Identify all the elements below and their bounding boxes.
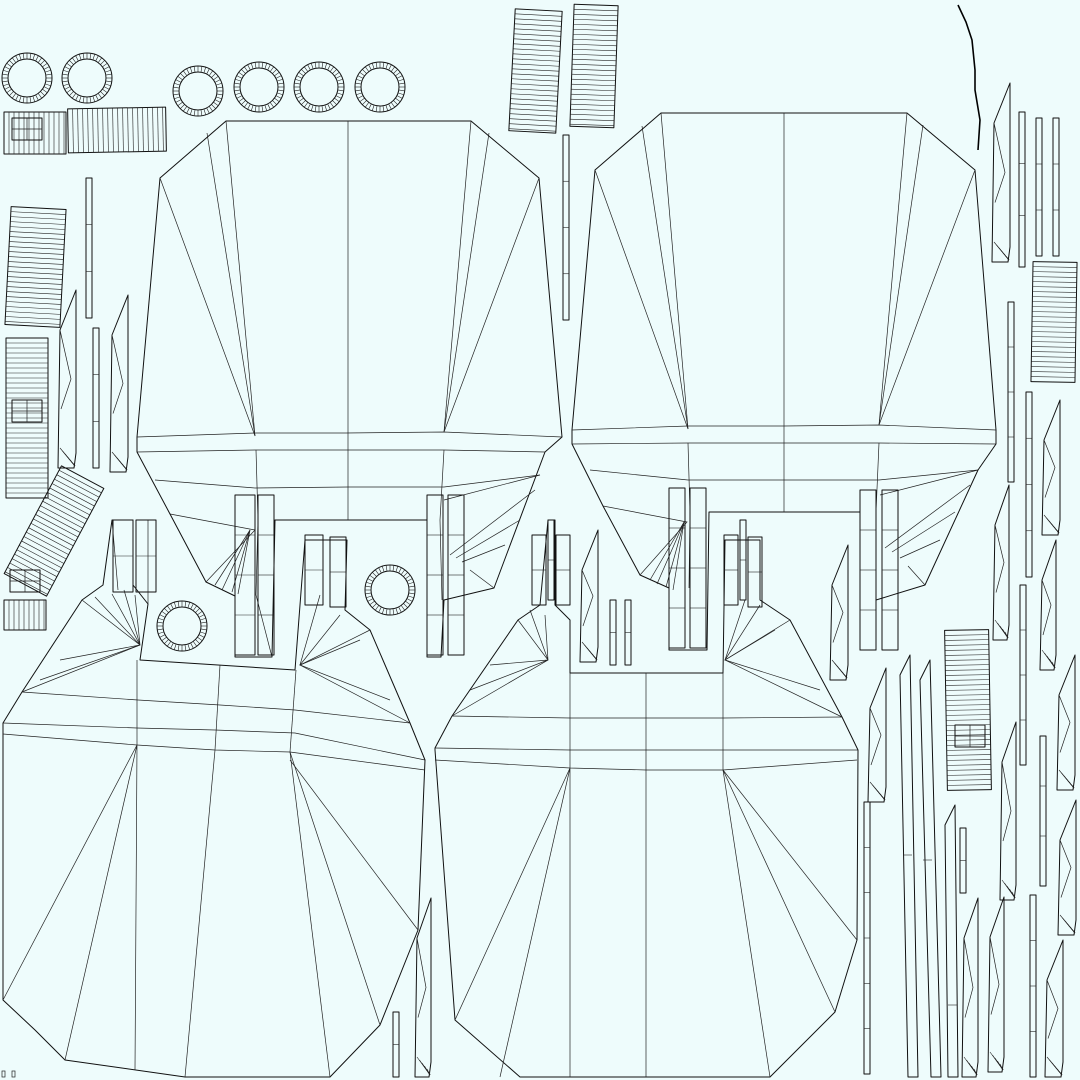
thin-strip <box>392 1011 400 1078</box>
ring-island <box>293 61 345 113</box>
thin-strip <box>1019 584 1027 766</box>
hatched-strip <box>569 3 619 129</box>
thin-strip <box>304 534 324 606</box>
thin-strip <box>881 489 899 651</box>
thin-strip <box>555 534 571 606</box>
thin-strip <box>747 536 763 608</box>
thin-strip <box>1018 111 1026 268</box>
fan-strip <box>991 82 1011 263</box>
fan-strip <box>961 897 979 1078</box>
thin-strip <box>624 599 632 666</box>
thin-strip <box>1035 117 1043 257</box>
fan-strip <box>992 484 1010 641</box>
fan-strip <box>1039 539 1057 671</box>
thin-strip <box>426 494 444 656</box>
thin-strip <box>1029 894 1037 1078</box>
fan-strip <box>109 294 129 473</box>
thin-strip <box>547 519 555 601</box>
hatched-strip <box>1030 261 1078 383</box>
ring-island <box>61 52 113 104</box>
long-strip <box>919 659 942 1078</box>
thin-strip <box>112 519 134 593</box>
hatched-strip <box>3 465 105 597</box>
seat-panel-bottom-right <box>434 519 859 1078</box>
ring-island <box>364 564 416 616</box>
hatched-strip <box>67 106 167 154</box>
hatched-strip-islands <box>3 3 1078 791</box>
thin-strip <box>1025 391 1033 578</box>
fan-strip <box>1057 799 1077 936</box>
strip-islands <box>57 82 1077 1078</box>
thin-strip <box>1052 117 1060 257</box>
ring-island <box>1 52 53 104</box>
fan-strip <box>1044 939 1064 1078</box>
thin-strip <box>562 134 570 321</box>
piping-curve <box>957 4 981 151</box>
hatched-strip <box>944 629 992 791</box>
long-strip <box>899 654 919 1078</box>
hatched-strip <box>3 111 67 155</box>
thin-strip <box>85 177 93 319</box>
thin-strip <box>329 536 347 608</box>
fan-strip <box>829 544 849 681</box>
thin-strip <box>959 827 967 894</box>
hatched-strip <box>5 337 49 499</box>
long-strip <box>944 804 959 1078</box>
thin-strip <box>689 487 707 649</box>
thin-strip <box>531 534 547 606</box>
seat-panel-top-right <box>571 112 997 651</box>
strip-cut-detail <box>954 724 986 748</box>
thin-strip <box>234 494 256 656</box>
strip-cut-detail <box>11 399 43 423</box>
fan-strip <box>414 897 432 1078</box>
thin-strip <box>863 801 871 1075</box>
thin-strip <box>257 494 275 656</box>
corner-marks <box>1 1070 16 1078</box>
seat-panel-top-left <box>136 120 563 658</box>
strip-cut-detail <box>9 569 41 593</box>
thin-strip <box>92 327 100 469</box>
fan-strip <box>999 721 1017 901</box>
fan-strip <box>867 667 887 803</box>
fan-strip <box>579 529 599 663</box>
thin-strip <box>723 534 739 606</box>
thin-strip <box>609 599 617 666</box>
ring-island <box>354 61 406 113</box>
hatched-strip <box>3 599 47 631</box>
thin-strip <box>668 487 686 649</box>
fan-strip <box>1041 399 1061 536</box>
thin-strip <box>739 519 747 601</box>
strip-cut-detail <box>11 117 43 141</box>
hatched-strip <box>508 8 563 134</box>
hatched-strip <box>4 206 67 328</box>
fan-strip <box>987 896 1005 1073</box>
ring-islands <box>1 52 416 652</box>
thin-strip <box>447 494 465 656</box>
thin-strip <box>859 489 877 651</box>
ring-island <box>156 600 208 652</box>
fan-strip <box>1056 654 1076 791</box>
fan-strip <box>57 289 77 469</box>
thin-strip <box>1007 301 1015 483</box>
ring-island <box>233 61 285 113</box>
thin-strip <box>1039 735 1047 887</box>
thin-strip <box>135 519 157 593</box>
ring-island <box>172 65 224 117</box>
seat-panel-bottom-left <box>2 519 426 1078</box>
